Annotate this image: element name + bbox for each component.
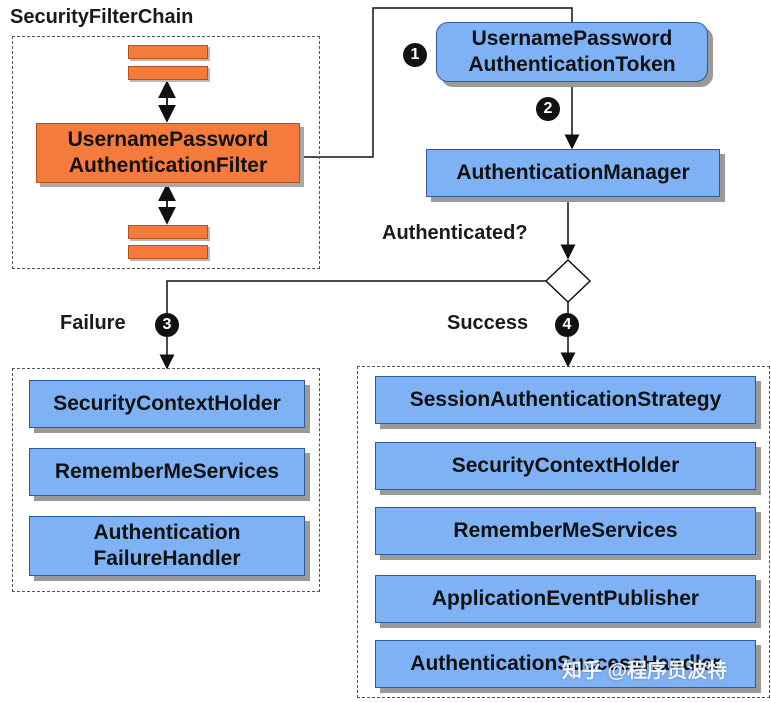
- authentication-failure-handler: Authentication FailureHandler: [29, 516, 305, 576]
- filter-bar: [128, 66, 208, 80]
- success-group: [357, 366, 770, 698]
- success-remember-me-services: RememberMeServices: [375, 507, 756, 555]
- filter-bar: [128, 245, 208, 259]
- security-filter-chain-group: [12, 36, 320, 269]
- authenticated-question: Authenticated?: [382, 222, 528, 244]
- username-password-authentication-filter: UsernamePassword AuthenticationFilter: [36, 123, 300, 183]
- filter-label-line1: UsernamePassword: [67, 127, 269, 151]
- failure-group: [12, 368, 320, 592]
- failure-security-context-holder: SecurityContextHolder: [29, 380, 305, 428]
- session-authentication-strategy: SessionAuthenticationStrategy: [375, 376, 756, 424]
- filter-bar: [128, 45, 208, 59]
- failure-handler-line2: FailureHandler: [93, 547, 241, 570]
- step-4-badge: 4: [555, 313, 579, 337]
- application-event-publisher: ApplicationEventPublisher: [375, 575, 756, 623]
- step-3-badge: 3: [155, 313, 179, 337]
- authentication-success-handler: AuthenticationSuccessHandler: [375, 640, 756, 688]
- watermark: 知乎 @程序员波特: [562, 660, 728, 682]
- filter-bar: [128, 225, 208, 239]
- failure-handler-line1: Authentication: [93, 520, 241, 544]
- filter-label-line2: AuthenticationFilter: [68, 154, 268, 177]
- step-1-badge: 1: [403, 43, 427, 67]
- filter-to-token-line: [300, 7, 573, 158]
- failure-label: Failure: [60, 312, 126, 334]
- authentication-manager: AuthenticationManager: [426, 149, 720, 197]
- failure-remember-me-services: RememberMeServices: [29, 448, 305, 496]
- decision-diamond: [544, 258, 592, 304]
- failure-arrow: [159, 280, 546, 370]
- security-filter-chain-title: SecurityFilterChain: [10, 6, 194, 28]
- token-label-line2: AuthenticationToken: [468, 53, 676, 76]
- step-2-badge: 2: [536, 97, 560, 121]
- username-password-authentication-token: UsernamePassword AuthenticationToken: [436, 22, 708, 82]
- success-label: Success: [447, 312, 529, 334]
- token-label-line1: UsernamePassword: [471, 26, 673, 50]
- success-security-context-holder: SecurityContextHolder: [375, 442, 756, 490]
